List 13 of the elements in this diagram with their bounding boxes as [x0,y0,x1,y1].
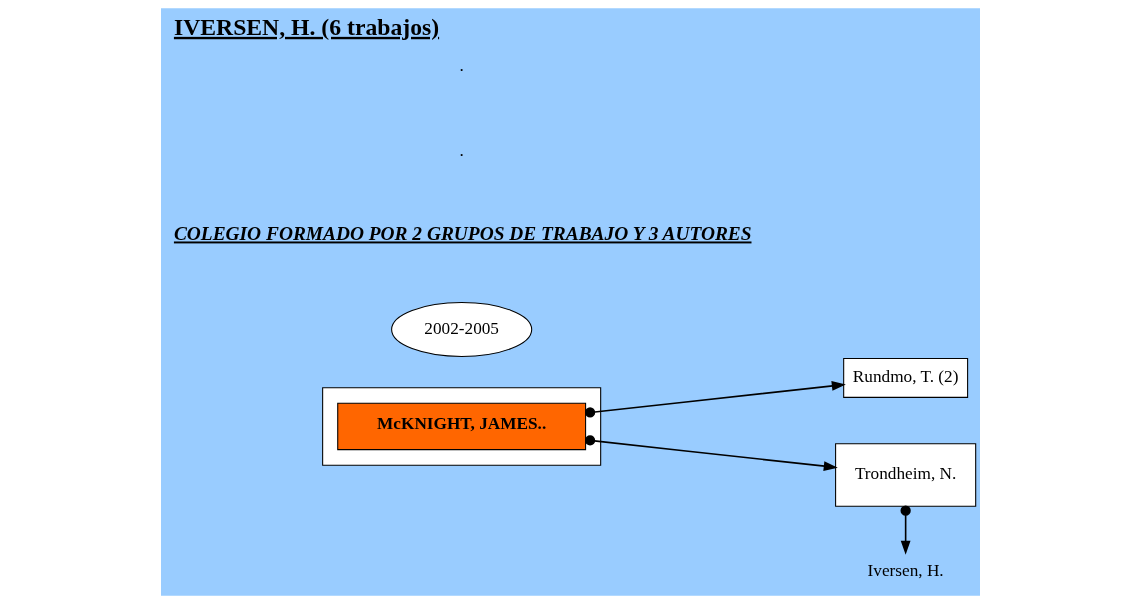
label: . [459,55,464,75]
arrow [900,505,911,555]
cluster [321,387,601,466]
diagram-title: IVERSEN, H. (6 trabajos) [173,13,439,40]
node-text: Iversen, H. [867,561,944,581]
arrow [584,435,838,471]
label: COLEGIO FORMADO POR 2 GRUPOS DE TRABAJO Y 3 AUTORES [173,223,752,245]
label: . [459,140,464,160]
node-ellipse: 2002-2005 [390,302,532,357]
node-box: Rundmo, T. (2) [842,358,968,398]
node-box: Trondheim, N. [834,443,976,507]
node-box: McKNIGHT, JAMES.. [336,402,586,451]
arrow [584,381,846,418]
